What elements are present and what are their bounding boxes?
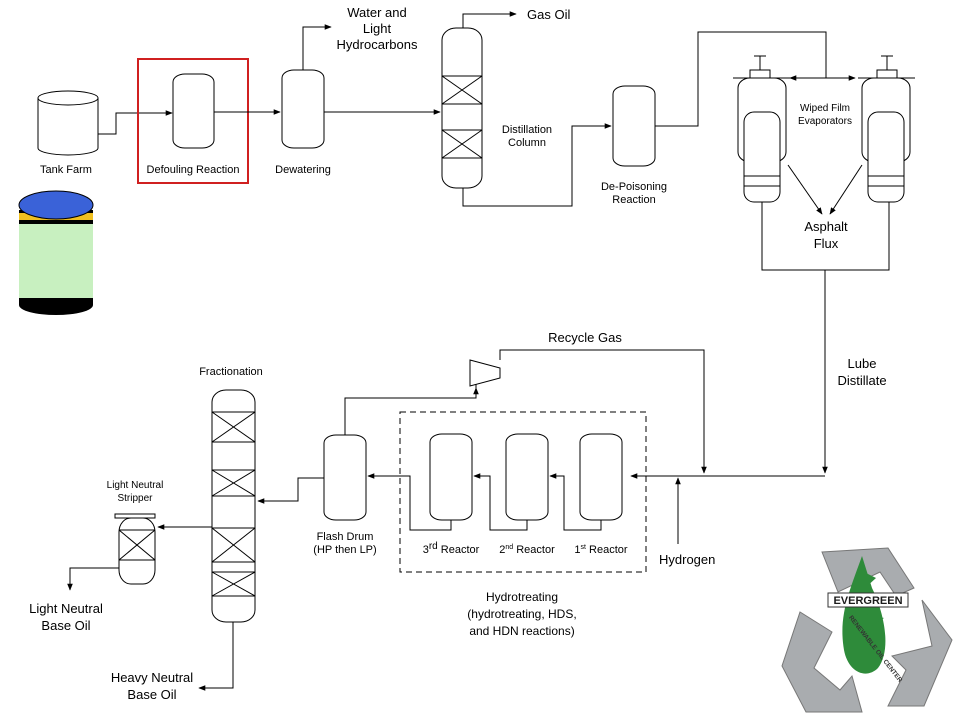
dewatering-vessel	[281, 69, 325, 149]
arrow-recycle-gas	[499, 349, 707, 474]
heavy-neutral-label-2: Base Oil	[127, 687, 176, 702]
reactor-2-label: 2nd Reactor	[499, 544, 555, 556]
depoisoning-label-1: De-Poisoning	[601, 181, 667, 193]
logo-brand-text: EVERGREEN	[833, 595, 902, 607]
oil-drum-icon	[18, 190, 94, 315]
defouling-label: Defouling Reaction	[147, 164, 240, 176]
wiped-film-evaporator-right	[858, 55, 915, 203]
light-neutral-stripper	[114, 513, 156, 585]
reactor-2-vessel	[505, 433, 549, 521]
arrow-flash-to-fractionation	[257, 477, 324, 504]
light-neutral-label-2: Base Oil	[41, 618, 90, 633]
lube-label-1: Lube	[848, 356, 877, 371]
recycle-gas-label: Recycle Gas	[548, 330, 622, 345]
asphalt-label-1: Asphalt	[804, 219, 848, 234]
arrow-r3-to-flash	[367, 473, 452, 531]
flash-drum-vessel	[323, 434, 367, 521]
arrow-asphalt-right	[829, 164, 863, 215]
arrow-r1-to-r2	[549, 473, 602, 531]
hydrotreating-label-1: Hydrotreating	[486, 590, 558, 604]
water-label-2: Light	[363, 21, 392, 36]
reactor-3-label: 3rd Reactor	[423, 541, 480, 556]
stripper-label-2: Stripper	[117, 493, 153, 504]
defouling-highlight-box	[137, 58, 249, 184]
heavy-neutral-label-1: Heavy Neutral	[111, 670, 193, 685]
wfe-label-2: Evaporators	[798, 116, 852, 127]
arrow-heavy-neutral-out	[198, 622, 234, 691]
arrow-water-out	[302, 24, 332, 70]
asphalt-label-2: Flux	[814, 236, 839, 251]
flash-label-2: (HP then LP)	[313, 544, 376, 556]
water-label-1: Water and	[347, 5, 407, 20]
reactor-1-label: 1st Reactor	[574, 544, 627, 556]
wiped-film-evaporator-left	[733, 55, 790, 203]
lube-label-2: Distillate	[837, 373, 886, 388]
tank-farm-label: Tank Farm	[40, 164, 92, 176]
hydrogen-label: Hydrogen	[659, 552, 715, 567]
defouling-reactor-vessel	[172, 73, 215, 149]
stripper-label-1: Light Neutral	[107, 480, 164, 491]
hydrotreating-label-2: (hydrotreating, HDS,	[467, 607, 576, 621]
arrow-r2-to-r3	[473, 473, 528, 531]
hydrotreating-zone	[399, 411, 647, 573]
fractionation-column	[211, 389, 256, 623]
flash-label-1: Flash Drum	[317, 531, 374, 543]
arrow-gas-oil-out	[462, 11, 517, 28]
gas-oil-label: Gas Oil	[527, 7, 570, 22]
arrow-column-to-depoisoning	[462, 123, 612, 207]
hydrotreating-label-3: and HDN reactions)	[469, 624, 574, 638]
water-label-3: Hydrocarbons	[337, 37, 418, 52]
arrow-tank-to-defouling	[98, 110, 173, 135]
depoisoning-label-2: Reaction	[612, 194, 655, 206]
depoisoning-vessel	[612, 85, 656, 167]
line-depoisoning-to-evaporators	[655, 31, 827, 127]
tank-farm-vessel	[37, 90, 99, 156]
fractionation-label: Fractionation	[199, 366, 263, 378]
distillation-column	[441, 27, 483, 189]
distillation-label-1: Distillation	[502, 124, 552, 136]
compressor-icon	[469, 359, 501, 387]
arrow-asphalt-left	[787, 164, 823, 215]
distillation-label-2: Column	[508, 137, 546, 149]
dewatering-label: Dewatering	[275, 164, 331, 176]
evergreen-logo: EVERGREEN RENEWABLE OIL CENTER	[781, 547, 953, 713]
reactor-1-vessel	[579, 433, 623, 521]
arrow-light-neutral-out	[67, 567, 119, 591]
wfe-label-1: Wiped Film	[800, 103, 850, 114]
reactor-3-vessel	[429, 433, 473, 521]
light-neutral-label-1: Light Neutral	[29, 601, 103, 616]
arrow-flash-to-compressor	[344, 387, 479, 435]
